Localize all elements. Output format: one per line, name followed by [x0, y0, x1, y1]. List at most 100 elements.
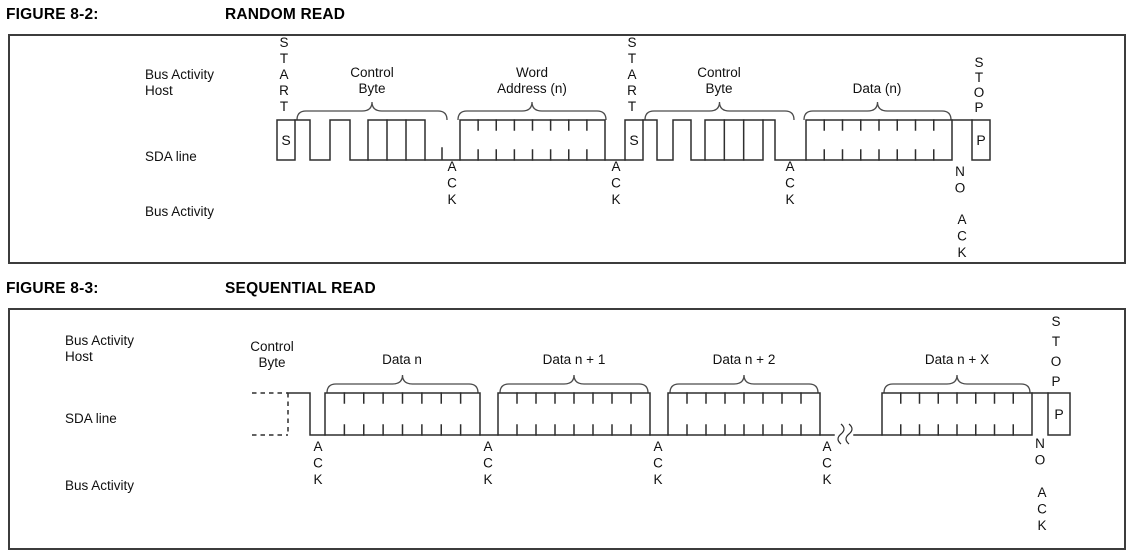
group-label: Word [516, 65, 548, 80]
start-condition-box [624, 119, 644, 161]
vertical-label-char: C [447, 176, 457, 191]
vertical-label-char: K [611, 192, 620, 207]
vertical-label-char: T [975, 70, 983, 85]
vertical-label-char: A [447, 159, 456, 174]
vertical-label-char: C [653, 456, 663, 471]
brace [883, 374, 1031, 394]
vertical-label-char: K [483, 472, 492, 487]
row-label: Bus Activity [65, 478, 134, 493]
sda-waveform-path [294, 119, 973, 161]
vertical-label-char: P [1051, 374, 1060, 389]
stop-condition-box [971, 119, 991, 161]
condition-letter: P [976, 132, 985, 148]
vertical-label-char: N [1035, 436, 1045, 451]
brace [296, 101, 448, 121]
group-label: Data n + X [925, 352, 989, 367]
group-label: Control [250, 339, 294, 354]
vertical-label-char: K [822, 472, 831, 487]
row-label: Host [145, 83, 173, 98]
vertical-label-char: S [627, 36, 636, 50]
vertical-label-char: O [974, 85, 985, 100]
vertical-label-char: O [955, 181, 966, 196]
vertical-label-char: K [1037, 518, 1046, 533]
vertical-label-char: S [974, 55, 983, 70]
vertical-label-char: A [611, 159, 620, 174]
brace [326, 374, 479, 394]
figure-number: FIGURE 8-2: [6, 6, 99, 23]
vertical-label-char: C [957, 229, 967, 244]
vertical-label-char: S [1051, 314, 1060, 329]
group-label: Control [697, 65, 741, 80]
vertical-label-char: T [1052, 334, 1060, 349]
line-break-squiggle [837, 423, 845, 445]
condition-letter: S [629, 132, 638, 148]
vertical-label-char: C [483, 456, 493, 471]
vertical-label-char: A [785, 159, 794, 174]
brace [669, 374, 819, 394]
figure-number: FIGURE 8-3: [6, 280, 99, 297]
vertical-label-char: A [627, 67, 636, 82]
sda-waveform-path [287, 392, 1049, 436]
vertical-label-char: A [313, 439, 322, 454]
vertical-label-char: K [313, 472, 322, 487]
line-break-squiggle [845, 423, 853, 445]
address-bit-cells [367, 119, 426, 161]
vertical-label-char: C [313, 456, 323, 471]
row-label: SDA line [145, 149, 197, 164]
condition-letter: P [1054, 406, 1063, 422]
vertical-label-char: C [611, 176, 621, 191]
vertical-label-char: A [483, 439, 492, 454]
vertical-label-char: R [627, 83, 637, 98]
vertical-label-char: N [955, 164, 965, 179]
vertical-label-char: T [628, 99, 636, 114]
brace [644, 101, 795, 121]
group-label: Data n + 1 [543, 352, 606, 367]
brace [499, 374, 649, 394]
group-label: Control [350, 65, 394, 80]
vertical-label-char: A [279, 67, 288, 82]
vertical-label-char: K [785, 192, 794, 207]
vertical-label-char: A [1037, 485, 1046, 500]
row-label: Bus Activity [65, 333, 134, 348]
vertical-label-char: C [822, 456, 832, 471]
vertical-label-char: T [280, 99, 288, 114]
vertical-label-char: K [957, 245, 966, 260]
row-label: Bus Activity [145, 67, 214, 82]
group-label: Byte [358, 81, 385, 96]
vertical-label-char: K [653, 472, 662, 487]
vertical-label-char: O [1035, 453, 1046, 468]
vertical-label-char: C [785, 176, 795, 191]
group-label: Byte [705, 81, 732, 96]
group-label: Address (n) [497, 81, 567, 96]
vertical-label-char: P [974, 100, 983, 115]
stop-condition-box [1047, 392, 1071, 436]
row-label: Bus Activity [145, 204, 214, 219]
vertical-label-char: O [1051, 354, 1062, 369]
vertical-label-char: S [279, 36, 288, 50]
row-label: SDA line [65, 411, 117, 426]
condition-letter: S [281, 132, 290, 148]
figure-title: RANDOM READ [225, 6, 346, 23]
address-bit-cells [704, 119, 764, 161]
group-label: Data (n) [853, 81, 902, 96]
group-label: Data n + 2 [713, 352, 776, 367]
start-condition-box [276, 119, 296, 161]
figure-title: SEQUENTIAL READ [225, 280, 376, 297]
vertical-label-char: A [957, 212, 966, 227]
group-label: Data n [382, 352, 422, 367]
row-label: Host [65, 349, 93, 364]
vertical-label-char: T [280, 51, 288, 66]
vertical-label-char: R [279, 83, 289, 98]
vertical-label-char: A [653, 439, 662, 454]
brace [803, 101, 952, 121]
group-label: Byte [258, 355, 285, 370]
vertical-label-char: A [822, 439, 831, 454]
vertical-label-char: C [1037, 502, 1047, 517]
brace [457, 101, 607, 121]
vertical-label-char: T [628, 51, 636, 66]
vertical-label-char: K [447, 192, 456, 207]
